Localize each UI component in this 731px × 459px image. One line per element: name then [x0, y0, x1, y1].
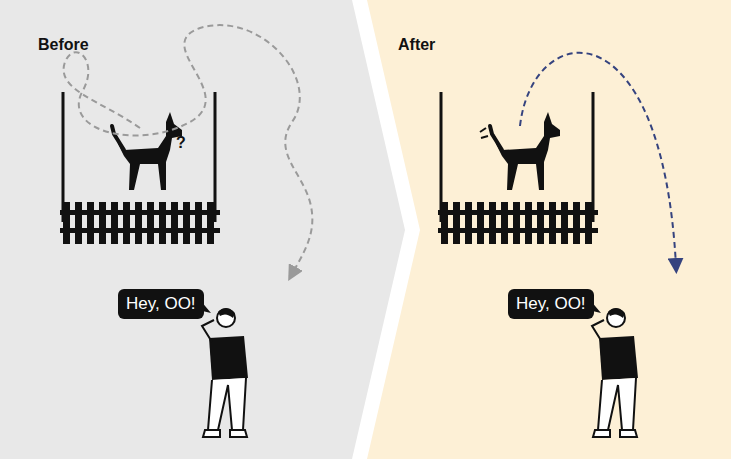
speech-text: Hey, OO! — [516, 294, 586, 313]
question-mark: ? — [176, 134, 186, 152]
panel-heading: After — [398, 36, 435, 54]
speech-bubble: Hey, OO! — [118, 289, 204, 319]
panel-heading: Before — [38, 36, 89, 54]
speech-text: Hey, OO! — [126, 294, 196, 313]
speech-bubble: Hey, OO! — [508, 289, 594, 319]
